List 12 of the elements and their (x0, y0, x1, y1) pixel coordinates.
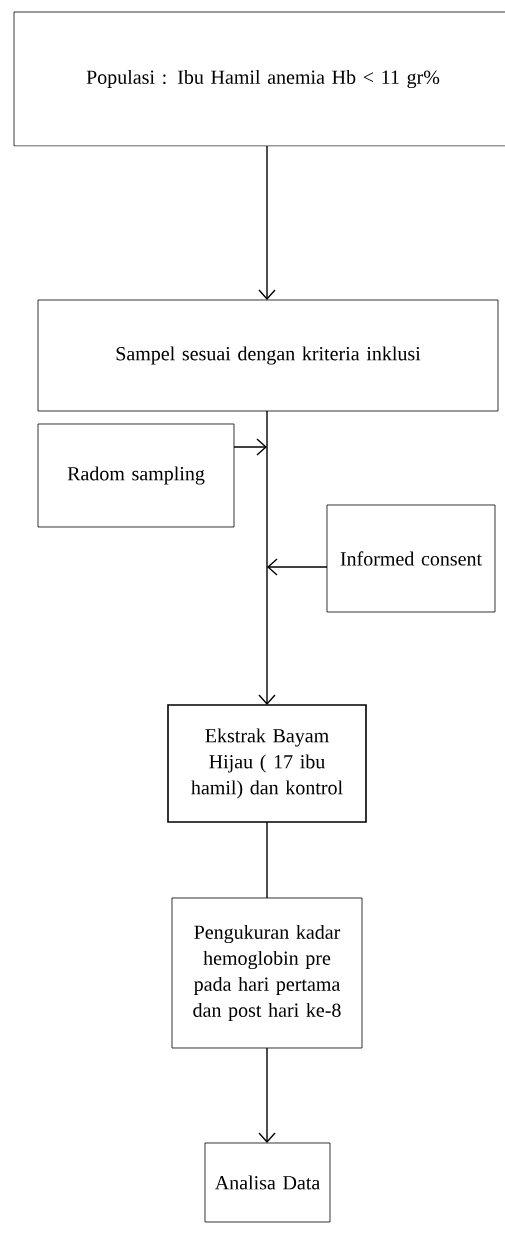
arrow (258, 1047, 276, 1143)
process-box: Analisa Data (204, 1142, 331, 1223)
arrow (258, 410, 276, 705)
arrow (233, 438, 267, 456)
process-box: Radom sampling (37, 423, 235, 528)
process-box: Pengukuran kadar hemoglobin pre pada hari pertama dan post hari ke-8 (171, 897, 363, 1049)
arrow (267, 558, 328, 576)
process-box: Ekstrak Bayam Hijau ( 17 ibu hamil) dan kontrol (167, 704, 367, 823)
process-box: Informed consent (326, 504, 496, 613)
process-box: Populasi : Ibu Hamil anemia Hb < 11 gr% (13, 11, 505, 147)
arrow (258, 145, 276, 300)
process-box: Sampel sesuai dengan kriteria inklusi (37, 299, 499, 412)
